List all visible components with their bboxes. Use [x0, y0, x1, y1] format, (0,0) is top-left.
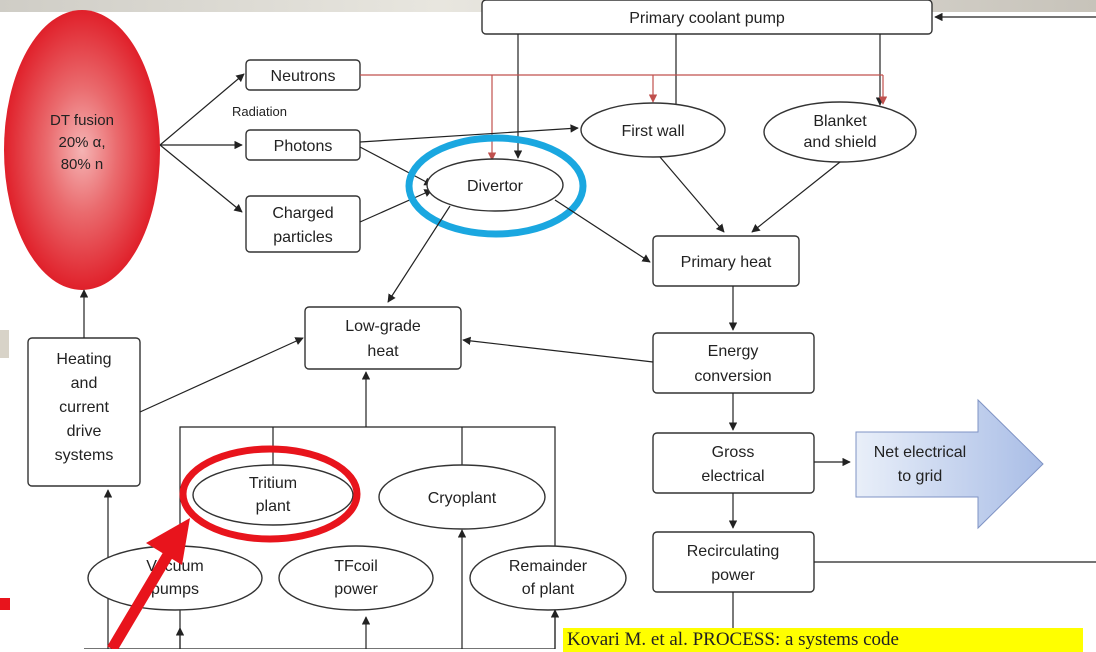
neutrons-label: Neutrons — [271, 68, 336, 85]
citation-label: Kovari M. et al. PROCESS: a systems code — [563, 628, 1083, 652]
net-line1: Net electrical — [874, 444, 966, 461]
cryoplant-label: Cryoplant — [428, 490, 497, 507]
remainder-of-plant-node: Remainder of plant — [469, 545, 627, 611]
heating-line5: systems — [55, 447, 114, 464]
gross-line1: Gross — [712, 444, 755, 461]
low-grade-line2: heat — [367, 343, 399, 360]
remainder-line1: Remainder — [509, 558, 588, 575]
slide-edge-mark — [0, 598, 10, 610]
blanket-line1: Blanket — [813, 113, 867, 130]
tritium-plant-node: Tritium plant — [192, 464, 354, 526]
net-electrical-to-grid-node: Net electrical to grid — [855, 398, 1044, 530]
first-wall-label: First wall — [621, 123, 684, 140]
divertor-node: Divertor — [426, 158, 564, 212]
blanket-line2: and shield — [804, 134, 877, 151]
energy-line2: conversion — [694, 368, 771, 385]
primary-heat-node: Primary heat — [652, 235, 800, 287]
heating-line4: drive — [67, 423, 102, 440]
energy-conversion-node: Energy conversion — [652, 332, 815, 394]
dt-fusion-line2: 20% α, — [58, 134, 105, 151]
gross-electrical-node: Gross electrical — [652, 432, 815, 494]
tfcoil-line1: TFcoil — [334, 558, 378, 575]
low-grade-line1: Low-grade — [345, 318, 421, 335]
heating-current-drive-node: Heating and current drive systems — [27, 337, 141, 487]
photons-label: Photons — [274, 138, 333, 155]
charged-particles-node: Charged particles — [245, 195, 361, 253]
neutrons-node: Neutrons — [245, 59, 361, 91]
divertor-highlight-circle — [405, 134, 587, 238]
net-line2: to grid — [898, 468, 942, 485]
charged-line1: Charged — [272, 205, 333, 222]
cryoplant-node: Cryoplant — [378, 464, 546, 530]
tritium-line1: Tritium — [249, 475, 297, 492]
tritium-line2: plant — [256, 498, 291, 515]
radiation-label: Radiation — [232, 104, 287, 119]
vacuum-pumps-node: Vacuum pumps — [87, 545, 263, 611]
energy-line1: Energy — [708, 343, 759, 360]
dt-fusion-node: DT fusion 20% α, 80% n — [4, 10, 160, 290]
heating-line3: current — [59, 399, 109, 416]
photons-node: Photons — [245, 129, 361, 161]
slide-edge-tab — [0, 330, 9, 358]
low-grade-heat-node: Low-grade heat — [304, 306, 462, 370]
heating-line1: Heating — [56, 351, 111, 368]
charged-line2: particles — [273, 229, 333, 246]
primary-coolant-pump-label: Primary coolant pump — [629, 10, 785, 27]
divertor-label: Divertor — [467, 178, 524, 195]
tritium-highlight-circle — [179, 445, 361, 543]
remainder-line2: of plant — [522, 581, 575, 598]
tfcoil-power-node: TFcoil power — [278, 545, 434, 611]
tfcoil-line2: power — [334, 581, 378, 598]
vacuum-line2: pumps — [151, 581, 199, 598]
recirculating-power-node: Recirculating power — [652, 531, 815, 593]
red-pointer-arrow — [107, 518, 190, 649]
gross-line2: electrical — [701, 468, 764, 485]
primary-heat-label: Primary heat — [681, 254, 772, 271]
dt-fusion-line1: DT fusion — [50, 112, 114, 129]
first-wall-node: First wall — [580, 102, 726, 158]
recirc-line2: power — [711, 567, 755, 584]
dt-fusion-line3: 80% n — [61, 156, 104, 173]
primary-coolant-pump-node: Primary coolant pump — [481, 0, 933, 35]
recirc-line1: Recirculating — [687, 543, 779, 560]
heating-line2: and — [71, 375, 98, 392]
blanket-shield-node: Blanket and shield — [763, 101, 917, 163]
